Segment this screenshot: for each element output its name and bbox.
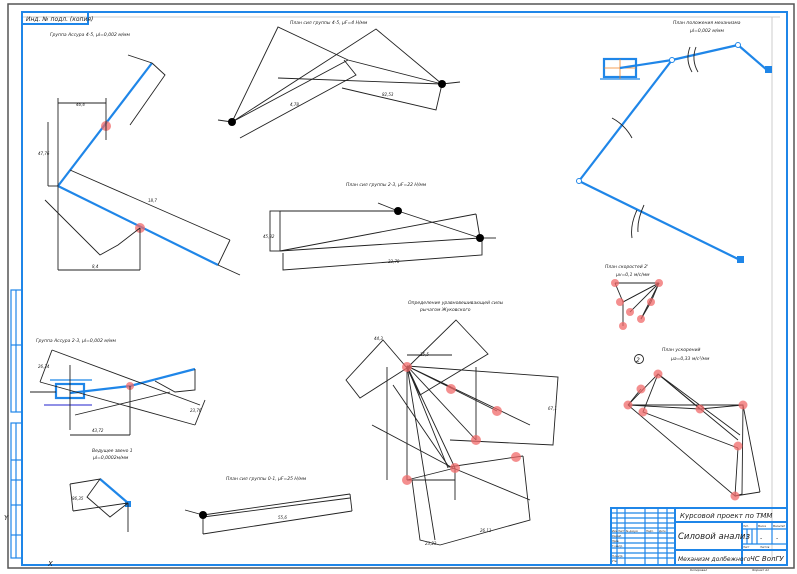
title-block-header: Дата	[658, 529, 666, 533]
dim-label: 18,7	[148, 198, 157, 203]
dim-label: 45,82	[263, 234, 275, 239]
force-plan-4-5-title: План сил группы 4-5, μF=4 Н/мм	[290, 20, 368, 26]
title-block-lit-1: -	[760, 535, 762, 542]
force-plan-0-1-diagram	[184, 493, 353, 535]
dim-label: 23,78	[388, 259, 400, 264]
stamp-label: Инд. № подл. (копия)	[26, 16, 93, 23]
group-2-3-title: Группа Ассура 2-3, μl=0,002 м/мм	[36, 338, 117, 344]
mechanism-plan-scale: μl=0,002 м/мм	[689, 28, 725, 34]
acceleration-plan-diagram	[623, 369, 761, 501]
position-marker	[634, 354, 644, 364]
dim-label: 26,11	[480, 528, 491, 533]
force-plan-2-3-title: План сил группы 2-3, μF=22 Н/мм	[346, 182, 427, 188]
title-block	[610, 507, 788, 566]
dim-label: 86,35	[72, 496, 84, 501]
position-marker-label: 2	[636, 357, 640, 364]
title-block-row-label: Пров.	[612, 539, 619, 543]
dim-label: 82,53	[382, 92, 394, 97]
zhukovsky-diagram	[345, 319, 559, 546]
velocity-plan-scale: μv=0,1 м/с/мм	[615, 272, 650, 278]
sheet-outer-border	[7, 3, 795, 569]
dim-label: 47,76	[38, 151, 50, 156]
title-block-header: Изм.	[612, 529, 618, 533]
title-block-mechanism: Механизм долбежного	[678, 556, 751, 563]
group-2-3-diagram	[30, 349, 206, 436]
dim-label: 4,78	[290, 102, 299, 107]
dim-label: 25,5	[420, 352, 429, 357]
title-block-row-label: Утв.	[612, 559, 617, 563]
title-block-row-label: Т.контр.	[612, 544, 623, 548]
force-plan-0-1-title: План сил группы 0-1, μF=25 Н/мм	[226, 476, 307, 482]
leading-link-scale: μl=0,0002м/мм	[92, 455, 129, 461]
fixed-support	[737, 256, 744, 263]
title-block-project: Курсовой проект по ТММ	[680, 512, 772, 520]
title-block-lit-2: -	[776, 535, 778, 542]
dim-label: 23,76	[190, 408, 202, 413]
footer-copied: Копировал	[690, 568, 707, 572]
title-block-col-head: Масштаб	[773, 524, 785, 528]
velocity-plan-diagram	[611, 279, 663, 330]
dim-label: 43,72	[92, 428, 104, 433]
force-plan-2-3-diagram	[269, 202, 496, 271]
footer-format: Формат А1	[752, 568, 769, 572]
axis-y-label: Y	[4, 514, 9, 522]
fixed-support	[765, 66, 772, 73]
dim-label: 55,6	[278, 515, 287, 520]
leading-link-title: Ведущее звено 1	[92, 448, 133, 454]
drawing-frame	[21, 11, 788, 566]
title-block-header: № докум.	[625, 530, 639, 533]
title-block-header: Подп.	[646, 529, 654, 533]
dim-label: 67,1	[548, 406, 557, 411]
zhukovsky-subtitle: рычагом Жуковского	[419, 307, 471, 313]
title-block-col-head: Масса	[758, 524, 766, 528]
title-block-header: Лист	[617, 529, 625, 533]
dim-label: 8,4	[92, 264, 99, 269]
leading-link-diagram	[69, 478, 131, 532]
force-plan-4-5-diagram	[217, 26, 461, 139]
title-block-row-label: Разраб.	[612, 534, 622, 538]
mechanism-plan-diagram	[576, 42, 772, 263]
dim-label: 44,3	[374, 336, 383, 341]
title-block-org: ЧС ВолГУ	[750, 555, 784, 563]
acceleration-plan-scale: μa=0,33 м/с²/мм	[670, 356, 710, 362]
dim-label: 23,23	[425, 541, 437, 546]
group-4-5-title: Группа Ассура 4-5, μl=0,002 м/мм	[50, 32, 131, 38]
group-4-5-diagram	[44, 54, 241, 276]
stamp-box	[21, 11, 89, 25]
mechanism-plan-title: План положения механизма	[673, 20, 741, 26]
zhukovsky-title: Определение уравновешивающей силы	[408, 300, 504, 306]
velocity-plan-title: План скоростей 2'	[605, 264, 648, 270]
dim-label: 26,34	[38, 364, 50, 369]
title-block-row-label: Н.контр.	[612, 554, 623, 558]
dim-label: 46,4	[76, 102, 85, 107]
title-block-sheet-title: Силовой анализ	[678, 532, 750, 542]
side-margin-table	[10, 289, 23, 559]
title-block-sheet-cell: Лист	[742, 545, 750, 549]
title-block-col-head: Лит.	[742, 524, 749, 528]
title-block-sheet-cell: Листов	[759, 545, 770, 549]
axis-x-label: X	[47, 560, 53, 568]
acceleration-plan-title: План ускорений	[662, 347, 700, 353]
